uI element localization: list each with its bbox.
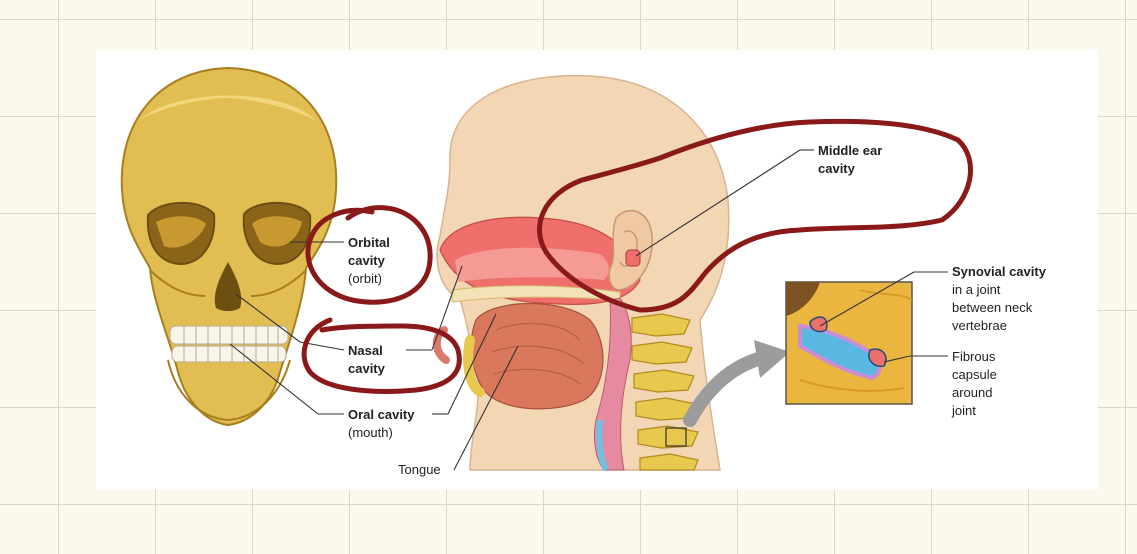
- middle-ear-outline-annotation: [536, 118, 973, 313]
- fibrous-label-4: joint: [951, 403, 976, 418]
- oral-label: Oral cavity: [348, 407, 415, 422]
- oral-sublabel: (mouth): [348, 425, 393, 440]
- skull-illustration: [120, 66, 338, 427]
- synovial-joint-inset: [683, 281, 913, 427]
- fibrous-label-2: capsule: [952, 367, 997, 382]
- handwritten-annotations: [301, 118, 973, 394]
- orbital-label: Orbital: [348, 235, 390, 250]
- orbital-sublabel: (orbit): [348, 271, 382, 286]
- middle-ear-label-2: cavity: [818, 161, 856, 176]
- labels: Orbital cavity (orbit) Nasal cavity Oral…: [348, 143, 1047, 477]
- synovial-sublabel-2: between neck: [952, 300, 1033, 315]
- nasal-label: Nasal: [348, 343, 383, 358]
- tongue-label: Tongue: [398, 462, 441, 477]
- synovial-label: Synovial cavity: [952, 264, 1047, 279]
- fibrous-label-3: around: [952, 385, 992, 400]
- synovial-sublabel-3: vertebrae: [952, 318, 1007, 333]
- orbital-label-2: cavity: [348, 253, 386, 268]
- nasal-circle-annotation: [301, 317, 462, 394]
- leader-lines: [229, 149, 948, 471]
- fibrous-label-1: Fibrous: [952, 349, 996, 364]
- nasal-label-2: cavity: [348, 361, 386, 376]
- orbital-circle-annotation: [305, 205, 433, 305]
- synovial-sublabel-1: in a joint: [952, 282, 1001, 297]
- middle-ear-label: Middle ear: [818, 143, 882, 158]
- head-sagittal-illustration: [432, 74, 730, 472]
